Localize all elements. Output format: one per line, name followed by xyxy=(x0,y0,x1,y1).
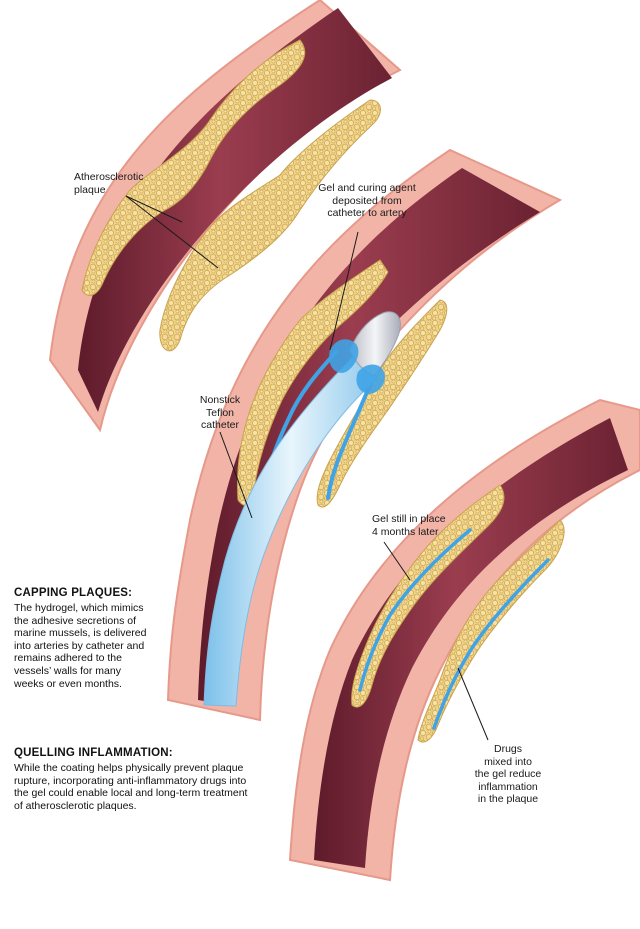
label-atherosclerotic-plaque: Atherosclerotic plaque xyxy=(74,171,144,196)
artery-3-gel-right xyxy=(432,558,550,730)
quelling-inflammation-body: While the coating helps physically preve… xyxy=(14,762,248,812)
artery-3-gel-left xyxy=(358,528,472,692)
leader-gel-later xyxy=(383,541,411,581)
leader-gel-agent xyxy=(329,231,359,351)
capping-plaques-body: The hydrogel, which mimics the adhesive … xyxy=(14,602,147,690)
leader-drugs xyxy=(457,667,489,741)
gel-deposit-left xyxy=(329,339,359,373)
artery-3 xyxy=(288,398,640,882)
leader-catheter xyxy=(219,431,253,519)
leader-plaque-2 xyxy=(125,195,219,269)
artery-1-plaque-lower xyxy=(159,99,381,352)
artery-3-plaque-right xyxy=(417,519,565,743)
label-drugs-mixed-into-gel: Drugs mixed into the gel reduce inflamma… xyxy=(474,743,542,805)
label-nonstick-teflon-catheter: Nonstick Teflon catheter xyxy=(199,394,241,431)
label-gel-and-curing-agent: Gel and curing agent deposited from cath… xyxy=(318,182,416,219)
leader-plaque-1 xyxy=(125,195,183,223)
artery-1-lumen xyxy=(78,8,392,412)
artery-2-gel-right xyxy=(326,378,374,500)
label-gel-still-in-place: Gel still in place 4 months later xyxy=(372,513,446,538)
artery-1-plaque-upper xyxy=(81,39,306,296)
leader-lines xyxy=(125,195,489,741)
capping-plaques-heading: CAPPING PLAQUES: xyxy=(14,587,133,599)
quelling-inflammation-heading: QUELLING INFLAMMATION: xyxy=(14,747,173,759)
artery-1 xyxy=(48,0,402,433)
artery-2 xyxy=(166,148,563,722)
artery-3-plaque-left xyxy=(351,484,505,708)
gel-deposit-right xyxy=(356,364,385,394)
